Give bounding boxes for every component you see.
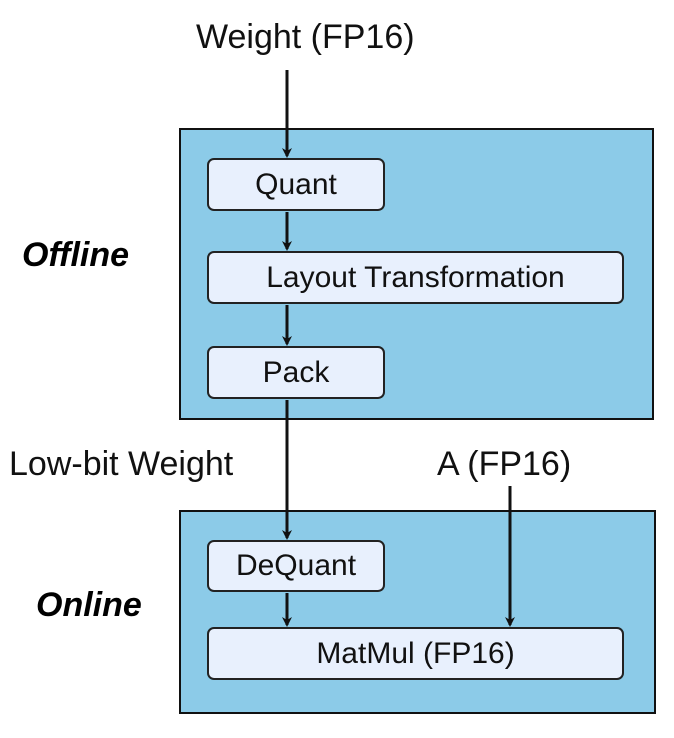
dequant-box: DeQuant: [207, 540, 385, 592]
weight-fp16-label: Weight (FP16): [196, 18, 415, 56]
matmul-fp16-box: MatMul (FP16): [207, 627, 624, 680]
pack-box: Pack: [207, 346, 385, 399]
activation-fp16-label: A (FP16): [437, 445, 572, 483]
online-stage-label: Online: [36, 586, 142, 624]
online-panel: [179, 510, 656, 714]
layout-transformation-box: Layout Transformation: [207, 251, 624, 304]
low-bit-weight-label: Low-bit Weight: [9, 445, 234, 483]
offline-stage-label: Offline: [22, 236, 130, 274]
quant-box: Quant: [207, 158, 385, 211]
